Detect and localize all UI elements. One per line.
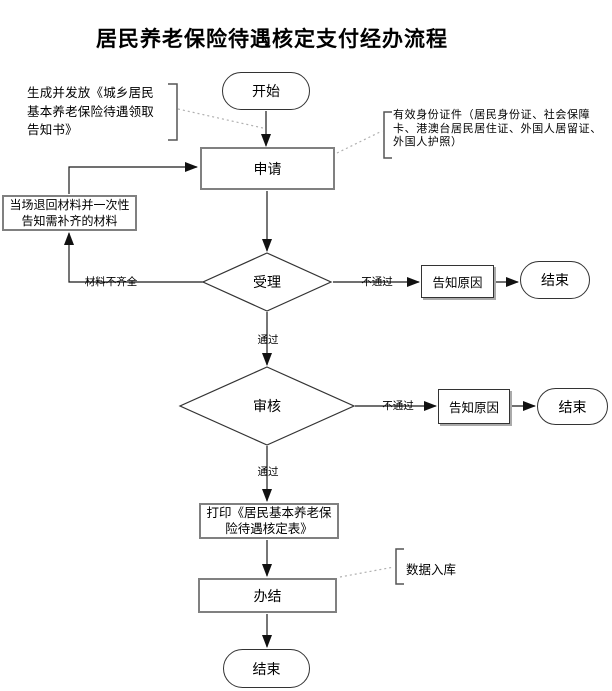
note-issue-notice: 生成并发放《城乡居民 基本养老保险待遇领取 告知书》 [27, 86, 155, 137]
end-node-1: 结束 [520, 261, 590, 299]
end-node-2: 结束 [537, 388, 608, 425]
dotted-link-data-storage [339, 566, 395, 578]
arrow-accept-to-return-box [64, 232, 204, 283]
inform-reason-node-2: 告知原因 [438, 389, 510, 424]
start-node: 开始 [222, 72, 310, 110]
apply-node: 申请 [200, 147, 335, 190]
print-form-node: 打印《居民基本养老保 险待遇核定表》 [199, 503, 339, 539]
accept-diamond-shape [201, 252, 333, 312]
review-diamond-shape [178, 366, 356, 446]
edge-label-fail-1: 不通过 [361, 276, 393, 288]
bracket-valid-id [383, 111, 392, 159]
note-data-storage: 数据入库 [406, 563, 457, 577]
arrow-return-box-to-apply [68, 162, 198, 194]
complete-node: 办结 [198, 578, 337, 613]
dotted-link-issue-notice [177, 108, 264, 129]
return-materials-node: 当场退回材料并一次性 告知需补齐的材料 [2, 195, 137, 231]
bracket-issue-notice [168, 83, 178, 141]
bracket-data-storage [395, 548, 404, 585]
edge-label-pass-1: 通过 [257, 334, 279, 346]
dotted-link-valid-id [336, 130, 383, 154]
note-valid-id: 有效身份证件（居民身份证、社会保障 卡、港澳台居民居住证、外国人居留证、 外国人… [393, 109, 602, 148]
edge-label-materials-incomplete: 材料不齐全 [84, 276, 138, 288]
accept-node-label: 受理 [253, 274, 281, 290]
inform-reason-node-1: 告知原因 [421, 265, 494, 298]
page-title: 居民养老保险待遇核定支付经办流程 [96, 28, 448, 51]
edge-label-pass-2: 通过 [257, 466, 279, 478]
edge-label-fail-2: 不通过 [382, 400, 414, 412]
end-node-final: 结束 [223, 649, 310, 688]
review-node-label: 审核 [253, 398, 281, 414]
